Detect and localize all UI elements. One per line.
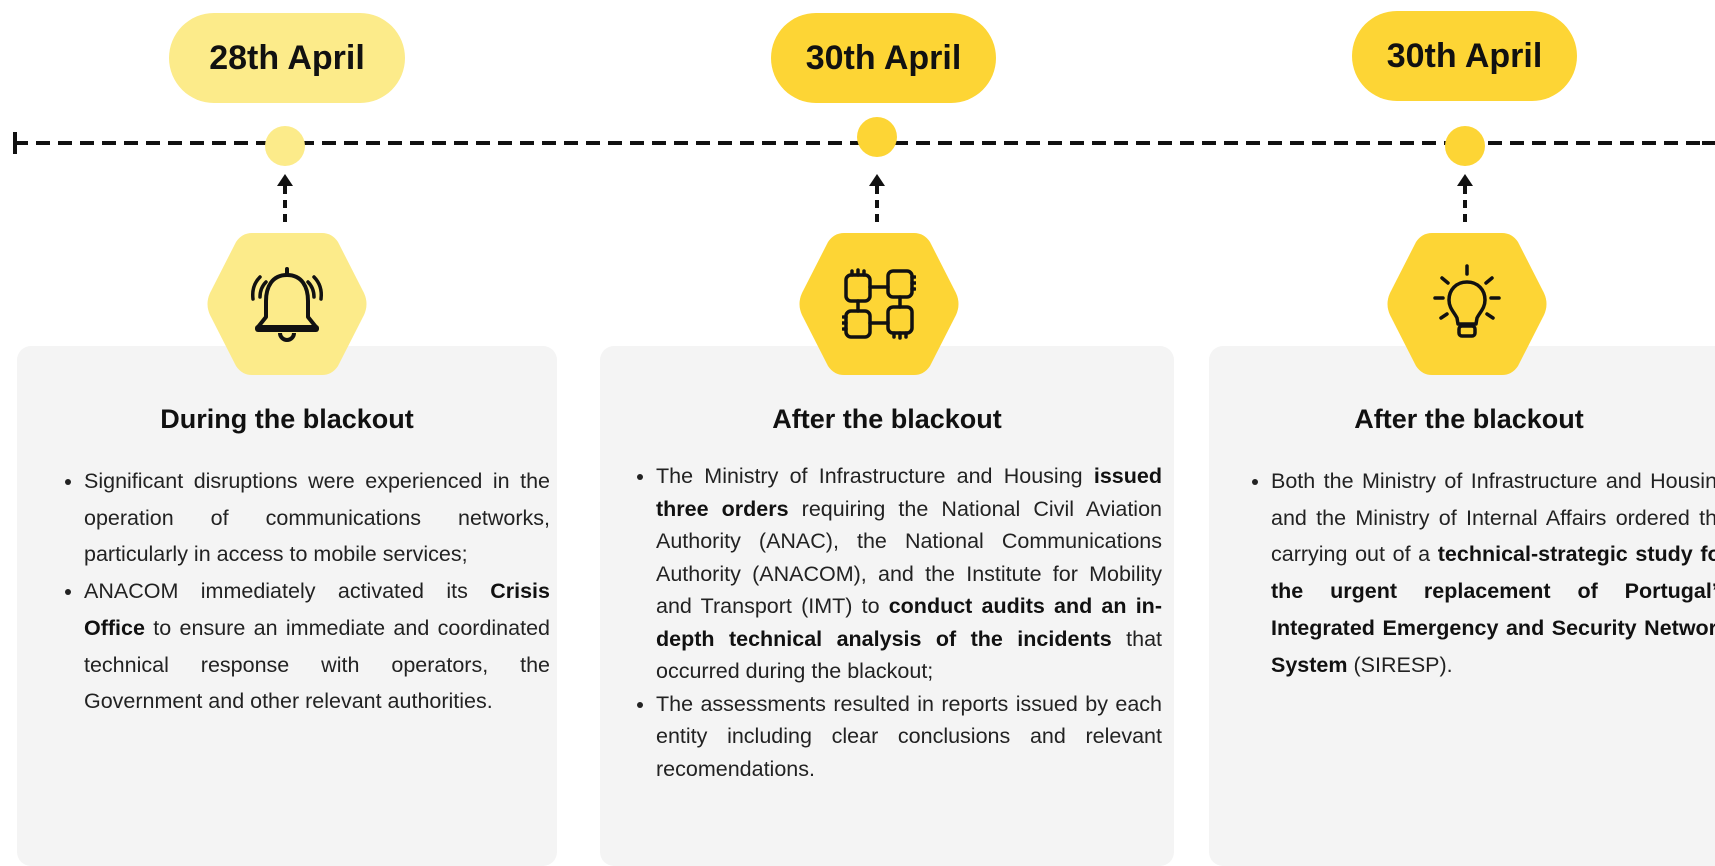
bullet-text: The assessments resulted in reports issu… [656,691,1162,781]
hands-teamwork-icon [842,268,916,340]
bullet-item: Significant disruptions were experienced… [84,463,550,573]
card-title-3: After the blackout [1354,404,1584,434]
bullet-text: (SIRESP). [1347,652,1453,677]
bullet-list-3: Both the Ministry of Infrastructure and … [1247,463,1715,683]
icon-badge-1 [204,227,370,381]
bullet-text: Both the Ministry of Infrastructure and … [1271,469,1715,567]
bullet-list-1: Significant disruptions were experienced… [60,463,550,720]
bullet-text: The Ministry of Infrastructure and Housi… [656,464,1094,488]
bullet-emphasis: Crisis Office [84,579,550,640]
date-pill-2: 30th April [771,13,996,103]
event-card-1 [17,346,557,866]
bullet-emphasis: conduct audits and an in-depth technical… [656,594,1162,651]
event-card-2 [600,346,1174,866]
bullet-text: Significant disruptions were experienced… [84,469,550,567]
bullet-item: Both the Ministry of Infrastructure and … [1271,463,1715,683]
date-pill-1: 28th April [169,13,405,103]
bullet-item: The Ministry of Infrastructure and Housi… [656,460,1162,688]
connector-arrow-3 [1457,174,1473,228]
bullet-item: ANACOM immediately activated its Crisis … [84,573,550,720]
bullet-text: to ensure an immediate and coordinated t… [84,615,550,714]
timeline-dot-1 [265,126,305,166]
date-label-3: 30th April [1386,36,1543,75]
date-label-2: 30th April [805,38,962,77]
icon-badge-3 [1384,227,1550,381]
connector-arrow-1 [277,174,293,228]
event-card-3 [1209,346,1715,866]
date-pill-3: 30th April [1352,11,1577,101]
timeline-dot-3 [1445,126,1485,166]
card-title-2: After the blackout [772,404,1002,434]
card-title-1: During the blackout [160,404,414,434]
date-label-1: 28th April [209,38,365,77]
bullet-list-2: The Ministry of Infrastructure and Housi… [632,460,1162,785]
bullet-item: The assessments resulted in reports issu… [656,688,1162,786]
bullet-emphasis: technical-strategic study for the urgent… [1271,542,1715,677]
timeline-dot-2 [857,117,897,157]
bullet-emphasis: issued three orders [656,464,1162,521]
bullet-text: requiring the National Civil Aviation Au… [656,496,1162,619]
bullet-text: that occurred during the blackout; [656,626,1163,684]
bell-ringing-icon [251,267,323,342]
bullet-text: ANACOM immediately activated its [84,579,491,604]
icon-badge-2 [796,227,962,381]
lightbulb-icon [1433,264,1501,338]
connector-arrow-2 [869,174,885,228]
